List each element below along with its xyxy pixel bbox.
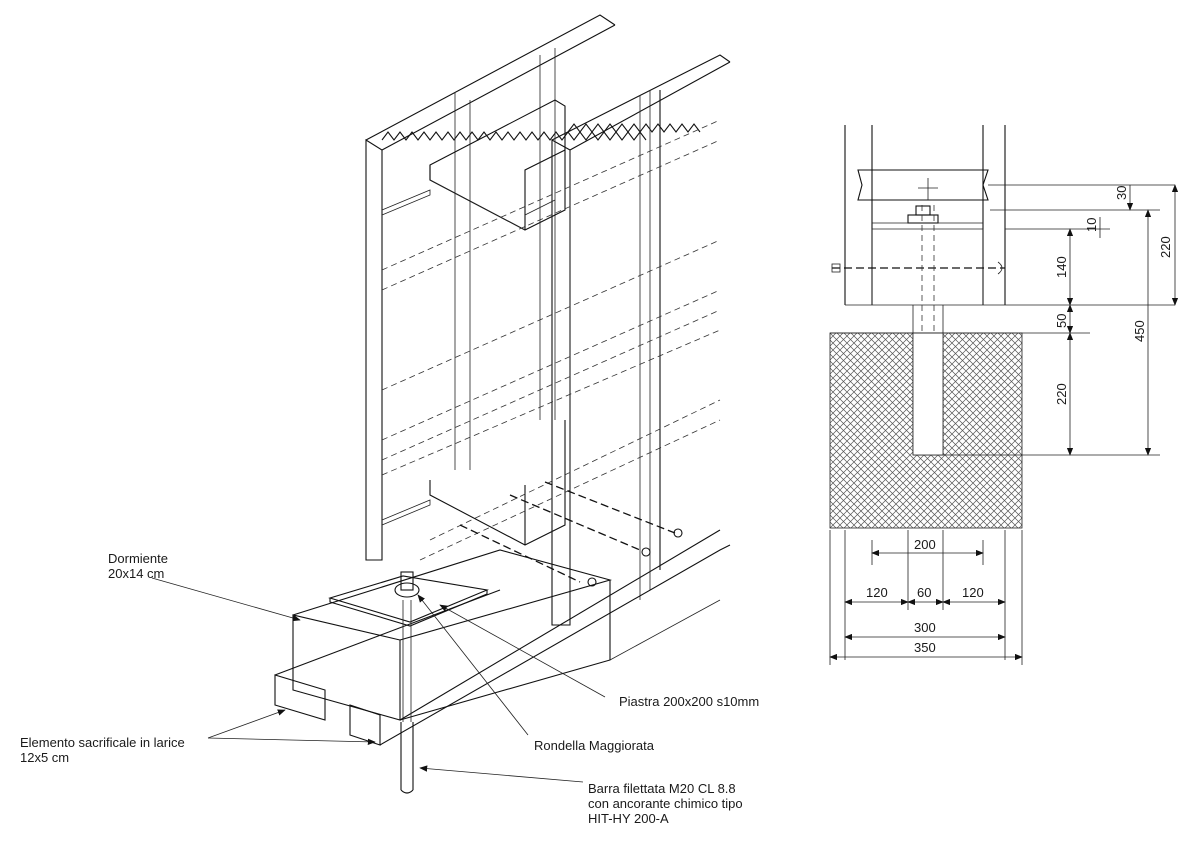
label-piastra: Piastra 200x200 s10mm [619, 694, 759, 709]
isometric-view: Dormiente 20x14 cm Elemento sacrificale … [20, 14, 759, 826]
dim-450: 450 [1132, 320, 1147, 342]
dim-50: 50 [1054, 314, 1069, 328]
label-rondella: Rondella Maggiorata [534, 738, 655, 753]
dim-30: 30 [1114, 186, 1129, 200]
dim-10: 10 [1084, 218, 1099, 232]
sill-assembly [274, 529, 731, 794]
dim-120-right: 120 [962, 585, 984, 600]
dim-300: 300 [914, 620, 936, 635]
leader-lines [151, 577, 606, 783]
dim-140: 140 [1054, 256, 1069, 278]
label-dormiente-size: 20x14 cm [108, 566, 164, 581]
label-dormiente: Dormiente [108, 551, 168, 566]
dim-200: 200 [914, 537, 936, 552]
section-view: 30 10 140 220 50 220 450 200 120 60 120 … [829, 125, 1179, 665]
label-barra-2: con ancorante chimico tipo [588, 796, 743, 811]
label-elemento-size: 12x5 cm [20, 750, 69, 765]
dim-120-left: 120 [866, 585, 888, 600]
dim-220-bottom: 220 [1054, 383, 1069, 405]
dim-350: 350 [914, 640, 936, 655]
dim-60: 60 [917, 585, 931, 600]
insulation-zigzag [381, 123, 701, 141]
dim-220-top: 220 [1158, 236, 1173, 258]
label-barra-3: HIT-HY 200-A [588, 811, 669, 826]
label-barra-1: Barra filettata M20 CL 8.8 [588, 781, 736, 796]
bolts [459, 481, 683, 587]
label-elemento: Elemento sacrificale in larice [20, 735, 185, 750]
